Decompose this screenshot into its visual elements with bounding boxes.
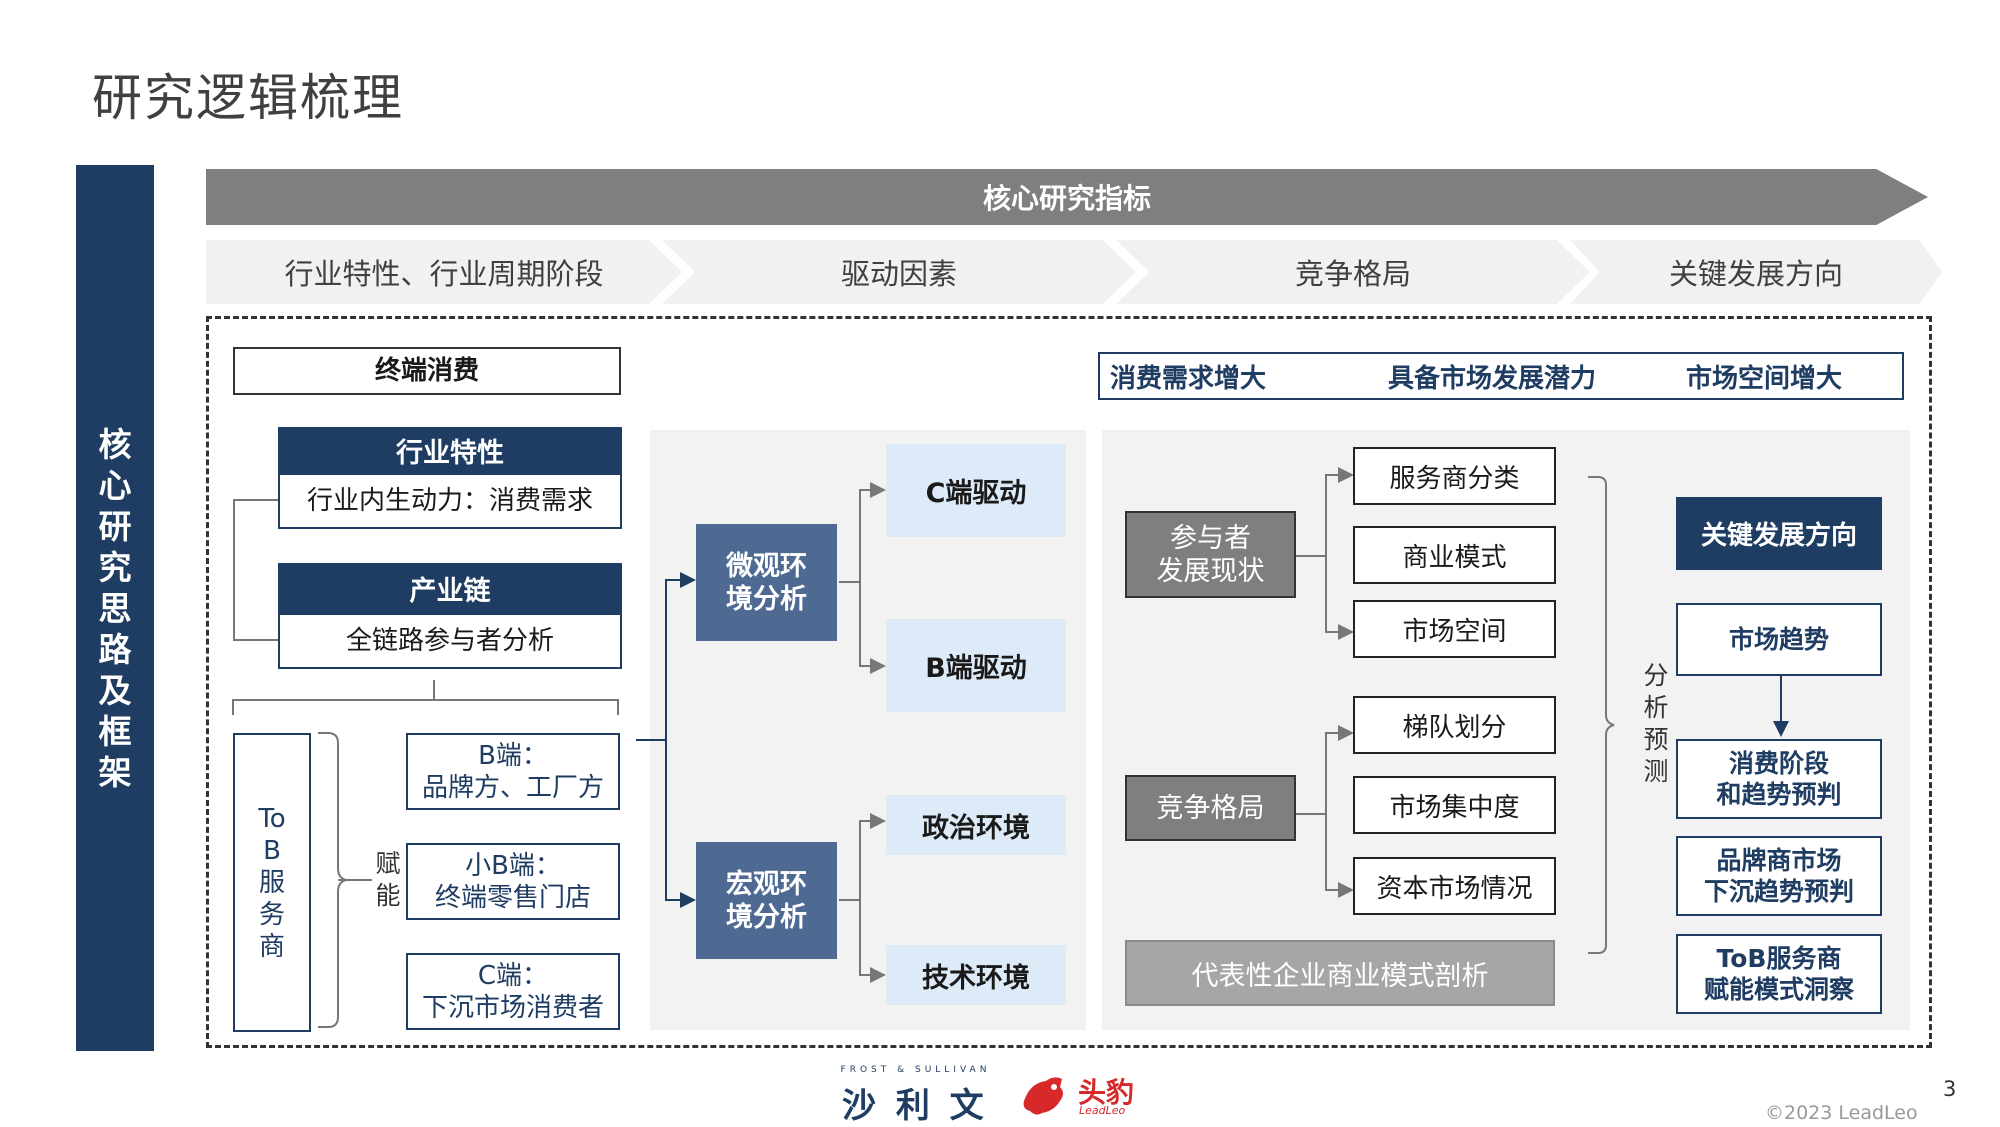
empower-char: 能	[375, 881, 401, 910]
industry-chain-header: 产业链	[278, 563, 622, 613]
empower-label: 赋能	[370, 848, 406, 912]
market-flow-box	[1098, 352, 1904, 400]
column-header-drivers: 驱动因素	[662, 240, 1136, 304]
terminal-consumption-box: 终端消费	[233, 347, 621, 395]
sidebar-char: 究	[98, 547, 132, 587]
key-direction-header: 关键发展方向	[1676, 497, 1882, 570]
market-trend-box: 市场趋势	[1676, 603, 1882, 676]
c-end-driver-box: C端驱动	[886, 444, 1066, 537]
tob-char: 服	[258, 867, 285, 898]
tier-division-box: 梯队划分	[1353, 696, 1556, 754]
flow-step-potential: 具备市场发展潜力	[1388, 364, 1597, 394]
sidebar-label: 核心研究思路及框架	[76, 165, 154, 1051]
participants-status-box: 参与者 发展现状	[1125, 511, 1296, 598]
sidebar-char: 心	[98, 465, 132, 505]
c-end-box: C端： 下沉市场消费者	[406, 953, 620, 1030]
leadleo-logo: 头豹	[1078, 1076, 1135, 1109]
macro-environment-box: 宏观环 境分析	[696, 842, 837, 959]
flow-step-space: 市场空间增大	[1686, 364, 1843, 394]
tob-char: 务	[258, 899, 285, 930]
column-header-industry: 行业特性、行业周期阶段	[206, 240, 682, 304]
market-concentration-box: 市场集中度	[1353, 776, 1556, 834]
sidebar-char: 思	[98, 588, 132, 628]
business-model-box: 商业模式	[1353, 526, 1556, 584]
analysis-char: 分	[1643, 661, 1669, 690]
industry-trait-header: 行业特性	[278, 427, 622, 473]
sidebar-char: 路	[98, 629, 132, 669]
column-header-direction: 关键发展方向	[1570, 240, 1942, 304]
industry-chain-body: 全链路参与者分析	[278, 613, 622, 669]
frost-sullivan-caption: FROST & SULLIVAN	[840, 1065, 991, 1075]
tob-char: 商	[258, 931, 285, 962]
sidebar-char: 框	[98, 711, 132, 751]
micro-environment-box: 微观环 境分析	[696, 524, 837, 641]
column-header-competition: 竞争格局	[1116, 240, 1590, 304]
leadleo-logo-icon	[1020, 1071, 1070, 1121]
industry-trait-body: 行业内生动力：消费需求	[278, 473, 622, 529]
leadleo-caption: LeadLeo	[1079, 1104, 1126, 1117]
copyright: ©2023 LeadLeo	[1765, 1102, 1918, 1124]
competition-landscape-box: 竞争格局	[1125, 775, 1296, 841]
provider-category-box: 服务商分类	[1353, 447, 1556, 505]
analysis-char: 预	[1643, 725, 1669, 754]
b-end-driver-box: B端驱动	[886, 619, 1066, 712]
capital-market-box: 资本市场情况	[1353, 857, 1556, 915]
empower-char: 赋	[375, 849, 401, 878]
flow-step-demand: 消费需求增大	[1110, 364, 1267, 394]
small-b-end-box: 小B端： 终端零售门店	[406, 843, 620, 920]
consumption-stage-box: 消费阶段 和趋势预判	[1676, 739, 1882, 819]
tob-char: To	[258, 803, 286, 834]
analysis-char: 析	[1643, 693, 1669, 722]
brand-sinking-box: 品牌商市场 下沉趋势预判	[1676, 836, 1882, 916]
frost-sullivan-logo: 沙 利 文	[842, 1086, 988, 1126]
core-indicator-banner: 核心研究指标	[206, 169, 1928, 225]
tob-char: B	[263, 835, 281, 866]
analysis-char: 测	[1643, 757, 1669, 786]
representative-case-box: 代表性企业商业模式剖析	[1125, 940, 1555, 1006]
politics-environment-box: 政治环境	[886, 795, 1066, 855]
page-title: 研究逻辑梳理	[92, 69, 404, 127]
tob-empower-box: ToB服务商 赋能模式洞察	[1676, 934, 1882, 1014]
sidebar-char: 核	[98, 424, 132, 464]
page-number: 3	[1943, 1077, 1957, 1101]
sidebar-char: 研	[98, 506, 132, 546]
framework-area	[206, 316, 1932, 1048]
market-space-box: 市场空间	[1353, 600, 1556, 658]
analysis-forecast-label: 分析预测	[1638, 660, 1674, 788]
b-end-box: B端： 品牌方、工厂方	[406, 733, 620, 810]
tech-environment-box: 技术环境	[886, 945, 1066, 1005]
sidebar-char: 架	[98, 752, 132, 792]
sidebar-char: 及	[98, 670, 132, 710]
